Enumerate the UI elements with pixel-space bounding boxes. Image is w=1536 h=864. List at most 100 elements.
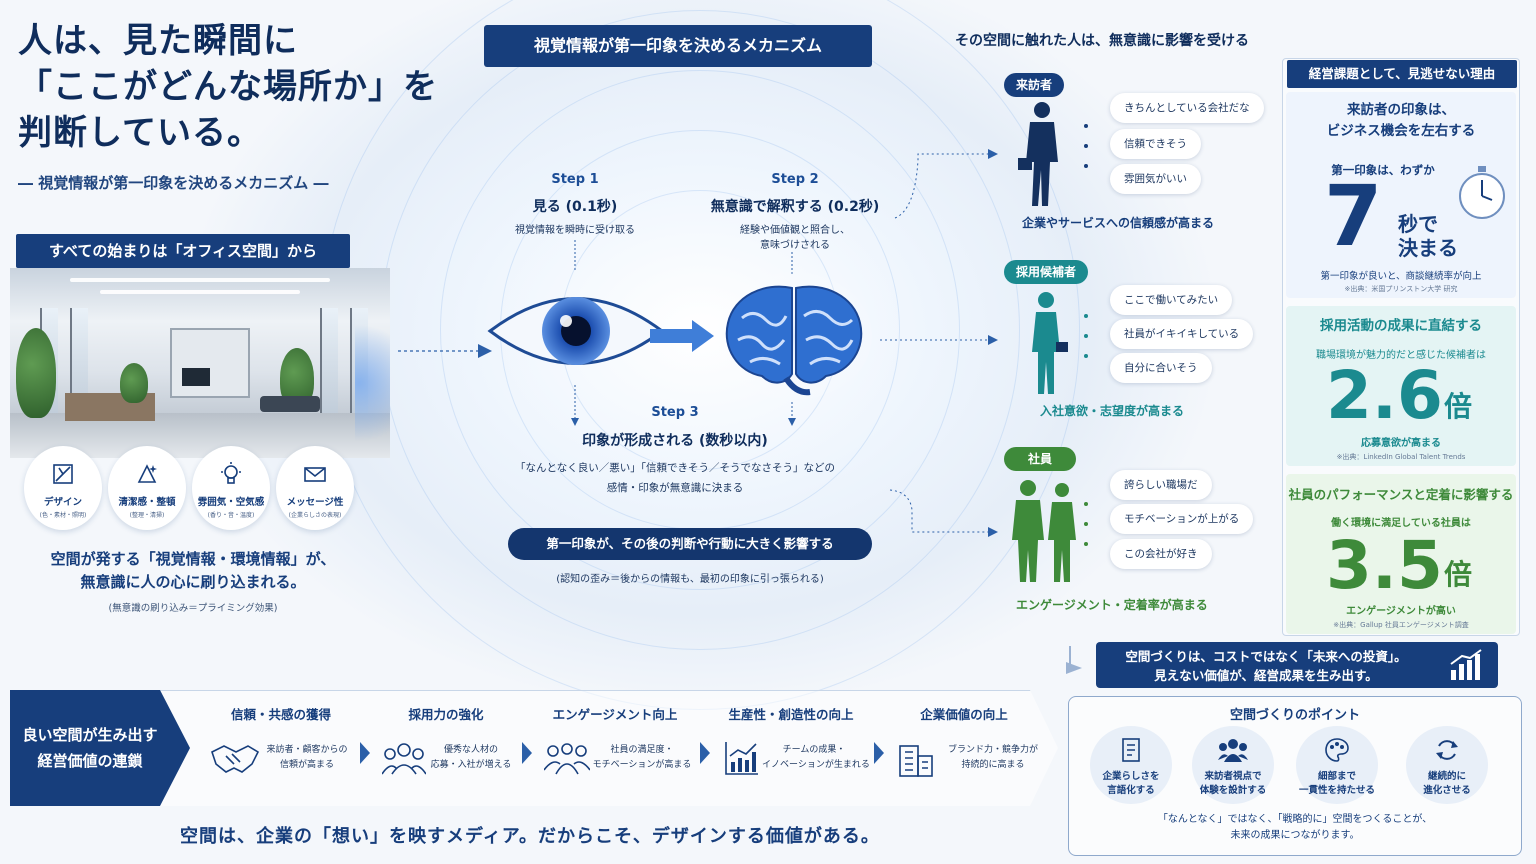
card-number: 2.6	[1326, 357, 1443, 434]
subhead: ― 視覚情報が第一印象を決めるメカニズム ―	[18, 174, 329, 192]
bubble: 自分に合いそう	[1110, 353, 1212, 383]
step-1-title: 見る (0.1秒)	[532, 199, 618, 215]
space-message: 空間が発する「視覚情報・環境情報」が、 無意識に人の心に刷り込まれる。	[18, 548, 368, 594]
document-icon	[1122, 738, 1140, 762]
office-photo	[10, 268, 390, 458]
chain-desc-line: 持続的に高まる	[961, 760, 1025, 770]
chain-arrow	[700, 742, 710, 764]
card-title: 来訪者の印象は、 ビジネス機会を左右する	[1286, 100, 1516, 142]
card-number: 7	[1324, 167, 1383, 265]
feature-message: メッセージ性 (企業らしさの表現)	[276, 446, 354, 530]
chain-desc-line: イノベーションが生まれる	[762, 760, 870, 770]
card-title: 社員のパフォーマンスと定着に影響する	[1286, 484, 1516, 505]
card-unit-line: 秒で	[1398, 212, 1438, 236]
chain-desc-line: ブランド力・競争力が	[947, 745, 1038, 755]
value-chain-head: 良い空間が生み出す 経営価値の連鎖	[10, 690, 190, 806]
step-1-number: Step 1	[551, 172, 599, 187]
point-label-line: 細部まで	[1317, 771, 1356, 782]
card-title-line: 採用活動の成果に直結する	[1320, 318, 1482, 334]
card-lead: 第一印象は、わずか	[1331, 163, 1435, 177]
point-item: 継続的に 進化させる	[1406, 726, 1488, 804]
employee-result: エンゲージメント・定着率が高まる	[1016, 598, 1208, 612]
point-item: 来訪者視点で 体験を設計する	[1192, 726, 1274, 804]
category-employee: 社員	[1004, 447, 1077, 471]
card-unit: 倍	[1444, 390, 1472, 424]
palette-icon	[1325, 738, 1349, 762]
value-chain-head-line: 良い空間が生み出す	[22, 726, 158, 744]
step-3-title: 印象が形成される (数秒以内)	[582, 433, 768, 449]
bubble: この会社が好き	[1110, 539, 1212, 569]
chain-desc-line: 信頼が高まる	[279, 760, 334, 770]
people-icon	[382, 743, 426, 775]
investment-line: 見えない価値が、経営成果を生み出す。	[1154, 668, 1378, 683]
step-2-title: 無意識で解釈する (0.2秒)	[710, 199, 880, 215]
point-label-line: 一貫性を持たせる	[1298, 785, 1375, 796]
chain-desc-line: 応募・入社が増える	[430, 760, 512, 770]
panel-title: 経営課題として、見逃せない理由	[1287, 60, 1517, 88]
step-2-number: Step 2	[771, 172, 819, 187]
card-title: 採用活動の成果に直結する	[1286, 316, 1516, 337]
space-note: (無意識の刷り込み＝プライミング効果)	[108, 603, 278, 614]
sparkle-icon	[137, 464, 157, 483]
investment-line: 空間づくりは、コストではなく「未来への投資」。	[1125, 649, 1407, 664]
point-label-line: 企業らしさを	[1102, 771, 1160, 782]
origin-label: すべての始まりは「オフィス空間」から	[16, 234, 350, 268]
chain-arrow	[522, 742, 532, 764]
category-visitor: 来訪者	[1004, 73, 1065, 97]
chain-desc-line: 来訪者・顧客からの	[266, 745, 348, 755]
bubble: きちんとしている会社だな	[1110, 93, 1264, 123]
point-label-line: 言語化する	[1107, 785, 1155, 796]
card-unit-line: 決まる	[1398, 236, 1458, 260]
card-title-line: ビジネス機会を左右する	[1326, 123, 1476, 139]
card-unit: 倍	[1444, 558, 1472, 592]
chain-desc: ブランド力・競争力が 持続的に高まる	[938, 743, 1048, 773]
investment-message: 空間づくりは、コストではなく「未来への投資」。 見えない価値が、経営成果を生み出…	[1096, 642, 1498, 688]
feature-cleanliness: 清潔感・整頓 (整理・清掃)	[108, 446, 186, 530]
points-note-line: 「なんとなく」ではなく、「戦略的に」空間をつくることが、	[1157, 814, 1433, 825]
chain-arrow	[874, 742, 884, 764]
feature-sub: (色・素材・照明)	[39, 512, 87, 519]
card-employee: 社員のパフォーマンスと定着に影響する 働く環境に満足している社員は 3.5 倍 …	[1286, 474, 1516, 634]
candidate-result: 入社意欲・志望度が高まる	[1040, 404, 1185, 418]
influence-note: (認知の歪み＝後からの情報も、最初の印象に引っ張られる)	[556, 574, 824, 585]
step-3-desc: 「なんとなく良い／悪い」「信頼できそう／そうでなさそう」などの 感情・印象が無意…	[480, 458, 870, 498]
step-desc-line: 「なんとなく良い／悪い」「信頼できそう／そうでなさそう」などの	[515, 462, 835, 474]
step-desc-line: 意味づけされる	[760, 240, 830, 251]
category-candidate: 採用候補者	[1004, 260, 1089, 284]
point-label: 企業らしさを 言語化する	[1090, 770, 1172, 798]
card-note: 第一印象が良いと、商談継続率が向上	[1320, 271, 1482, 282]
bubble: 雰囲気がいい	[1110, 164, 1201, 194]
building-icon	[899, 745, 933, 777]
businessman-icon	[1018, 102, 1058, 206]
points-note-line: 未来の成果につながります。	[1230, 830, 1360, 841]
cycle-icon	[1436, 740, 1458, 760]
feature-label: デザイン	[43, 497, 82, 508]
chain-title: 採用力の強化	[408, 707, 484, 722]
feature-sub: (企業らしさの表現)	[288, 512, 342, 519]
card-visitor: 来訪者の印象は、 ビジネス機会を左右する 第一印象は、わずか 7 秒で 決まる …	[1286, 92, 1516, 298]
headline-line-3: 判断している。	[18, 113, 262, 153]
chart-icon	[725, 742, 758, 775]
value-chain	[150, 690, 1058, 806]
space-message-line: 空間が発する「視覚情報・環境情報」が、	[50, 550, 336, 568]
step-desc-line: 視覚情報を瞬時に受け取る	[515, 225, 635, 236]
feature-sub: (香り・音・温度)	[207, 512, 255, 519]
points-title: 空間づくりのポイント	[1229, 708, 1360, 723]
card-unit-line: 倍	[1444, 390, 1473, 423]
chain-desc: 優秀な人材の 応募・入社が増える	[426, 743, 516, 773]
feature-label: 雰囲気・空気感	[197, 497, 265, 508]
point-label-line: 継続的に	[1427, 771, 1466, 782]
visitor-result: 企業やサービスへの信頼感が高まる	[1022, 216, 1215, 230]
point-label-line: 進化させる	[1423, 785, 1471, 796]
design-icon	[53, 464, 73, 484]
point-item: 企業らしさを 言語化する	[1090, 726, 1172, 804]
people-header: その空間に触れた人は、無意識に影響を受ける	[955, 33, 1249, 49]
card-source: ※出典：LinkedIn Global Talent Trends	[1336, 453, 1466, 461]
stopwatch-icon	[1459, 166, 1505, 219]
point-label-line: 体験を設計する	[1199, 785, 1267, 796]
bubble: 社員がイキイキしている	[1110, 319, 1254, 349]
growth-chart-icon	[1450, 649, 1482, 680]
card-unit-line: 倍	[1444, 558, 1473, 591]
arrow-right-icon	[650, 320, 714, 352]
